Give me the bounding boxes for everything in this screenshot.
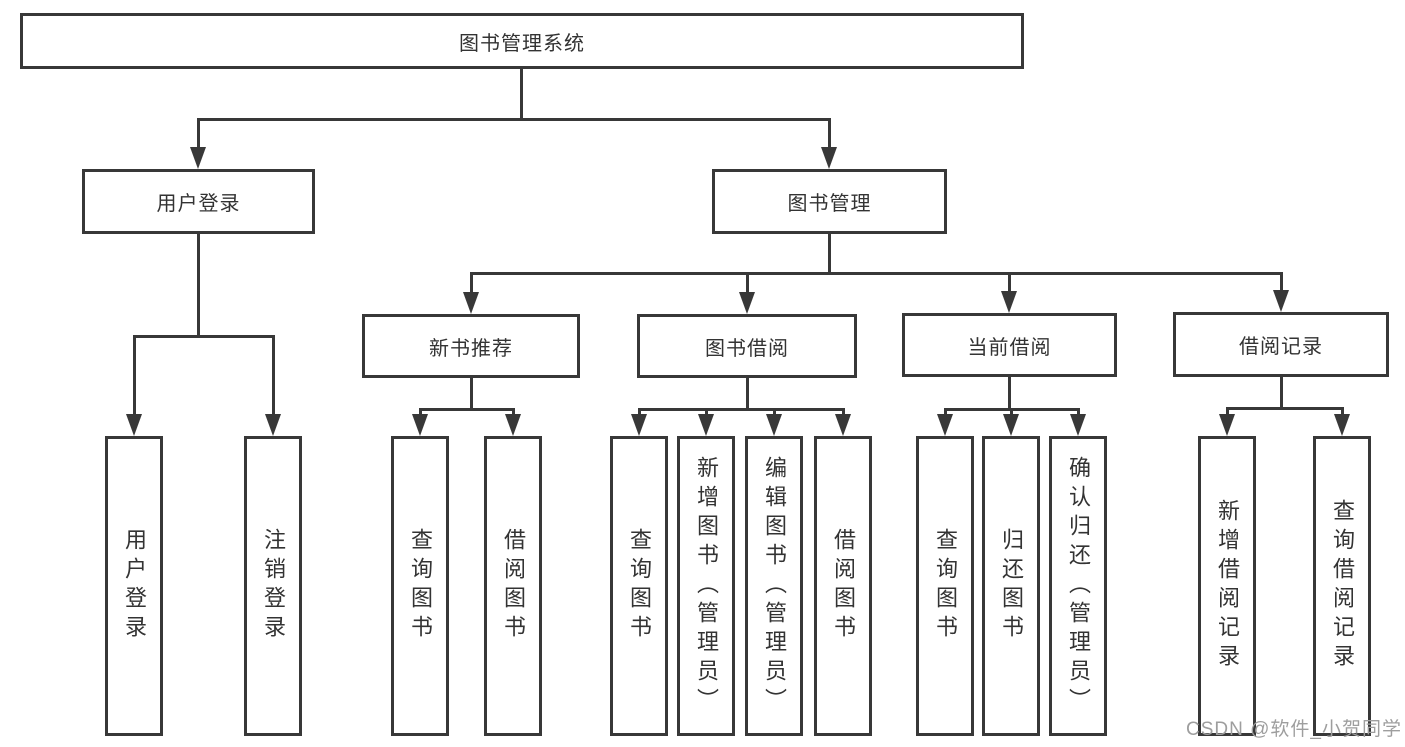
arrow-to-leaf-borrow-book-1 (505, 408, 521, 436)
leaf-label: 用户登录 (122, 528, 147, 644)
leaf-return-book: 归还图书 (982, 436, 1040, 736)
arrow-to-leaf-query-book-1 (412, 408, 428, 436)
node-book-borrow: 图书借阅 (637, 314, 857, 378)
node-label: 借阅记录 (1239, 336, 1323, 358)
node-current-borrow: 当前借阅 (902, 313, 1117, 377)
connector-user-login-stem (197, 234, 200, 335)
connector-user-login-rail (133, 335, 274, 338)
arrow-to-leaf-add-book (698, 408, 714, 436)
leaf-borrow-book: 借阅图书 (814, 436, 872, 736)
arrow-to-current-borrow (1001, 272, 1017, 313)
arrow-to-user-login (190, 118, 206, 169)
connector-borrow-records-rail (1226, 407, 1344, 410)
arrow-to-leaf-edit-book (766, 408, 782, 436)
node-label: 图书管理系统 (459, 32, 585, 55)
leaf-label: 新增图书（管理员） (694, 455, 719, 717)
arrow-to-leaf-return-book (1003, 408, 1019, 436)
arrow-to-leaf-confirm-return (1070, 408, 1086, 436)
connector-borrow-records-stem (1280, 377, 1283, 407)
leaf-label: 借阅图书 (501, 528, 526, 644)
connector-book-borrow-rail (638, 408, 845, 411)
leaf-label: 查询图书 (933, 528, 958, 644)
arrow-to-book-management (821, 118, 837, 169)
leaf-label: 查询图书 (408, 528, 433, 644)
connector-new-book-stem (470, 378, 473, 408)
leaf-logout: 注销登录 (244, 436, 302, 736)
arrow-to-leaf-query-borrow-record (1334, 407, 1350, 436)
arrow-to-leaf-user-login (126, 335, 142, 436)
arrow-to-borrow-records (1273, 272, 1289, 312)
leaf-add-book-admin: 新增图书（管理员） (677, 436, 735, 736)
leaf-label: 归还图书 (999, 528, 1024, 644)
node-user-login-group: 用户登录 (82, 169, 315, 234)
leaf-query-book-borrow: 查询图书 (610, 436, 668, 736)
arrow-to-leaf-logout (265, 335, 281, 436)
connector-root-stem (520, 69, 523, 118)
leaf-add-borrow-record: 新增借阅记录 (1198, 436, 1256, 736)
leaf-label: 查询借阅记录 (1330, 499, 1355, 673)
connector-root-rail (197, 118, 831, 121)
arrow-to-book-borrow (739, 272, 755, 314)
arrow-to-leaf-add-borrow-record (1219, 407, 1235, 436)
node-library-management-system: 图书管理系统 (20, 13, 1024, 69)
node-label: 图书借阅 (705, 337, 789, 360)
connector-book-borrow-stem (746, 378, 749, 408)
leaf-user-login: 用户登录 (105, 436, 163, 736)
connector-new-book-rail (419, 408, 515, 411)
leaf-confirm-return-admin: 确认归还（管理员） (1049, 436, 1107, 736)
node-label: 图书管理 (787, 193, 872, 215)
arrow-to-leaf-query-book-2 (631, 408, 647, 436)
leaf-label: 编辑图书（管理员） (762, 455, 787, 717)
csdn-watermark: CSDN @软件_小贺同学 (1186, 719, 1402, 740)
node-borrow-records: 借阅记录 (1173, 312, 1389, 377)
leaf-label: 确认归还（管理员） (1066, 455, 1091, 717)
node-new-book-recommend: 新书推荐 (362, 314, 580, 378)
leaf-edit-book-admin: 编辑图书（管理员） (745, 436, 803, 736)
leaf-label: 查询图书 (627, 528, 652, 644)
leaf-label: 借阅图书 (831, 528, 856, 644)
connector-book-management-stem (828, 234, 831, 272)
leaf-query-book-recommend: 查询图书 (391, 436, 449, 736)
arrow-to-leaf-borrow-book-2 (835, 408, 851, 436)
arrow-to-new-book-recommend (463, 272, 479, 314)
node-book-management: 图书管理 (712, 169, 947, 234)
arrow-to-leaf-query-book-3 (937, 408, 953, 436)
leaf-query-book-current: 查询图书 (916, 436, 974, 736)
connector-current-borrow-stem (1008, 377, 1011, 408)
leaf-label: 注销登录 (261, 528, 286, 644)
node-label: 用户登录 (156, 193, 241, 215)
node-label: 新书推荐 (429, 337, 513, 360)
node-label: 当前借阅 (967, 336, 1052, 359)
leaf-query-borrow-record: 查询借阅记录 (1313, 436, 1371, 736)
connector-book-management-rail (470, 272, 1282, 275)
leaf-label: 新增借阅记录 (1215, 499, 1240, 673)
leaf-borrow-book-recommend: 借阅图书 (484, 436, 542, 736)
